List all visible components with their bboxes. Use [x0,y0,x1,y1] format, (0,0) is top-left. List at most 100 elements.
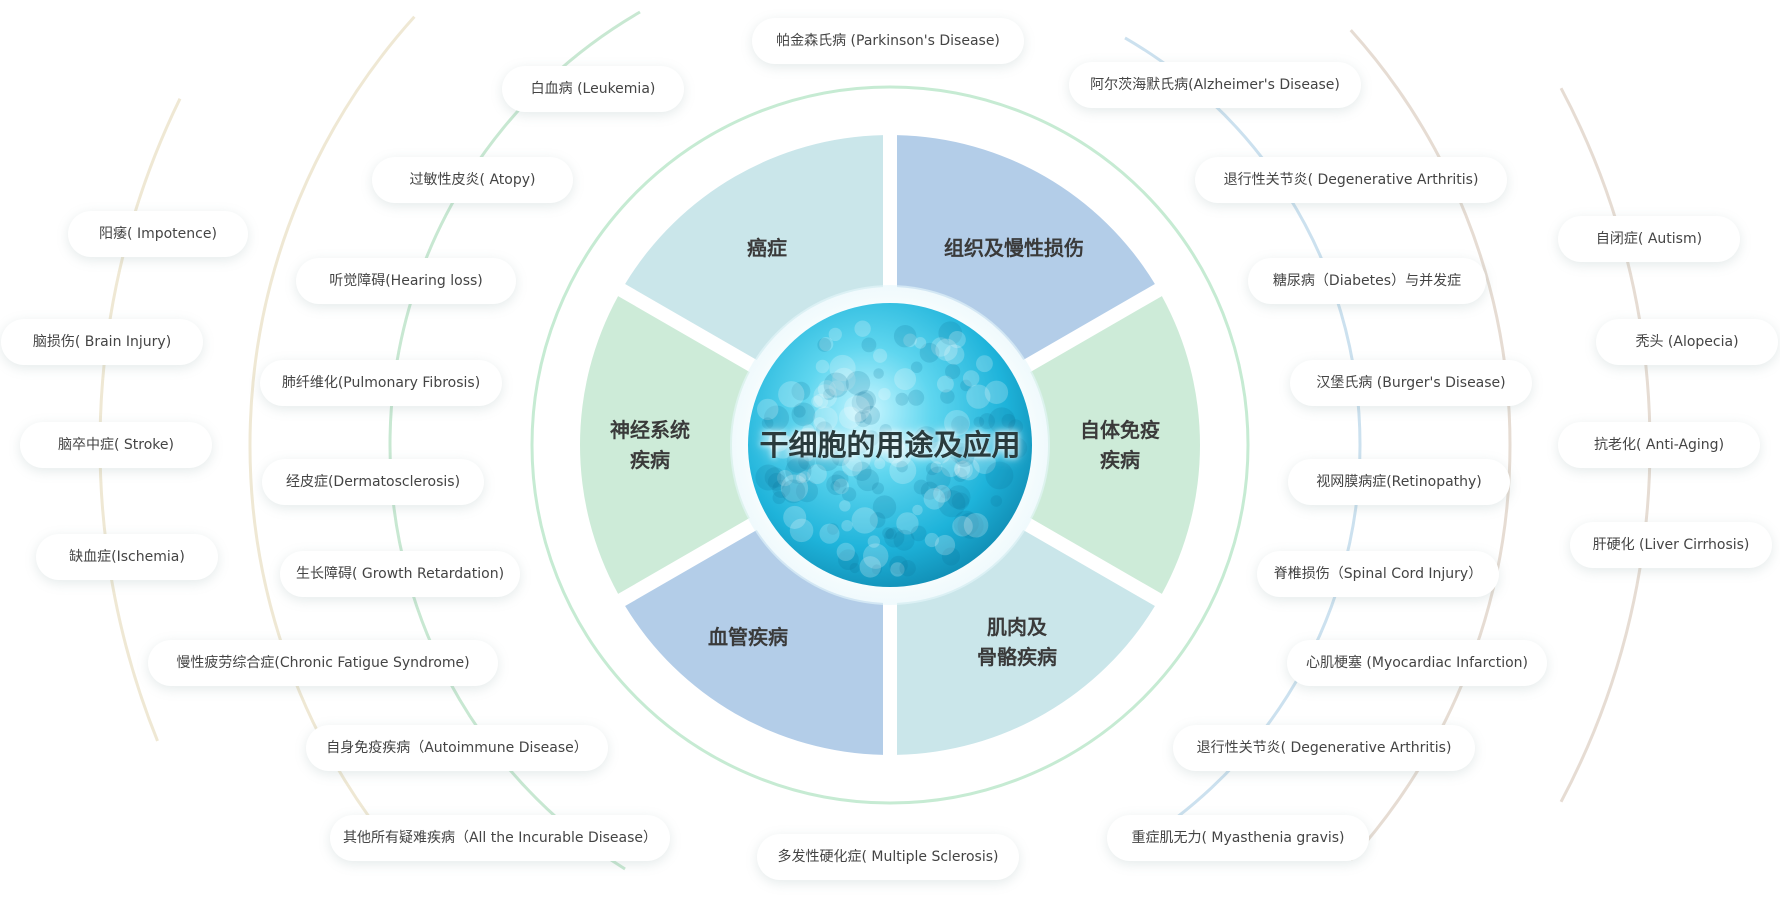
cell-bump [885,528,897,540]
cell-bump [833,478,850,495]
cell-bump [990,495,1003,507]
cell-bump [851,391,874,414]
cell-bump [823,388,835,401]
disease-item-retinopathy: 视网膜病症(Retinopathy) [1288,459,1510,505]
cell-bump [952,515,973,537]
cell-bump [889,555,908,575]
cell-bump [920,481,939,500]
cell-bump [851,507,878,534]
cell-bump [815,359,830,374]
segment-label-tissue-injury: 组织及慢性损伤 [944,236,1084,260]
cell-bump [893,529,915,551]
disease-item-anti-aging: 抗老化( Anti-Aging) [1558,422,1760,468]
cell-bump [951,492,970,510]
cell-bump [789,518,814,543]
cell-bump [798,452,816,470]
cell-bump [855,390,877,411]
cell-bump [960,379,972,392]
cell-bump [764,467,786,488]
segment-label-cancer: 癌症 [747,236,787,260]
cell-bump [894,368,917,391]
disease-item-leukemia: 白血病 (Leukemia) [502,66,684,112]
cell-bump [896,512,919,535]
cell-bump [912,504,923,516]
cell-bump [786,450,809,473]
disease-item-ischemia: 缺血症(Ischemia) [36,534,218,580]
cell-bump [887,444,912,468]
cell-bump [893,437,905,450]
disease-item-pulmonary-fibrosis: 肺纤维化(Pulmonary Fibrosis) [260,360,502,406]
cell-bump [781,479,806,504]
cell-bump [770,434,795,459]
cell-bump [913,479,929,495]
cell-bump [948,330,966,349]
cell-bump [962,370,980,387]
cell-bump [843,444,872,472]
cell-bump [761,417,774,429]
cell-bump [893,324,917,348]
cell-bump [871,482,885,495]
cell-bump [795,473,807,484]
disease-item-brain-injury: 脑损伤( Brain Injury) [1,319,203,365]
cell-bump [836,542,855,562]
cell-bump [951,415,970,434]
arc-left-outer [98,98,182,742]
disease-item-atopy: 过敏性皮炎( Atopy) [372,157,573,203]
cell-bump [896,460,908,473]
cell-bump [815,447,840,472]
cell-bump [957,458,980,481]
cell-bump [863,430,880,447]
cell-bump [944,344,965,365]
cell-bump [953,510,979,536]
segment-autoimmune [1030,296,1200,594]
cell-bump [763,405,790,431]
cell-bump [867,535,881,548]
cell-bump [755,464,782,491]
cell-bump [976,355,993,373]
cell-bump [908,389,925,406]
cell-bump [841,520,853,532]
cell-bump [925,462,939,476]
cell-bump [928,441,952,465]
cell-bump [793,405,806,418]
cell-bump [914,337,927,349]
cell-bump [887,435,904,452]
cell-bump [874,458,886,470]
cell-bump [889,457,917,485]
cell-bump [811,395,823,408]
cell-bump [919,342,940,363]
cell-bump [827,523,839,535]
cell-bump [979,413,996,430]
disease-item-myasthenia-gravis: 重症肌无力( Myasthenia gravis) [1107,815,1369,861]
cell-bump [798,471,811,483]
disease-item-alopecia: 秃头 (Alopecia) [1596,319,1778,365]
cell-bump [931,337,951,357]
disease-item-hearing-loss: 听觉障碍(Hearing loss) [296,258,516,304]
cell-bump [861,337,877,353]
cell-bump [777,470,794,487]
cell-bump [930,461,943,473]
cell-bump [878,430,889,441]
cell-bump [926,466,951,491]
disease-item-degenerative-arthritis-lower: 退行性关节炎( Degenerative Arthritis) [1173,725,1475,771]
disease-item-alzheimers: 阿尔茨海默氏病(Alzheimer's Disease) [1069,62,1361,108]
cell-texture [755,320,1028,578]
cell-bump [953,446,975,467]
cell-bump [813,393,829,409]
cell-bump [791,381,811,401]
cell-bump [1008,419,1024,435]
cell-bump [924,532,939,548]
cell-bump [831,447,851,467]
disease-item-spinal-cord-injury: 脊椎损伤（Spinal Cord Injury） [1257,551,1499,597]
cell-bump [966,384,991,409]
cell-bump [941,547,960,566]
cell-bump [757,398,779,421]
cell-bump [880,438,907,464]
cell-bump [854,409,872,428]
cell-bump [953,467,968,482]
cell-bump [859,556,882,578]
cell-bump [767,472,786,491]
cell-bump [778,381,805,408]
cell-bump [910,361,923,374]
cell-bump [973,416,985,428]
